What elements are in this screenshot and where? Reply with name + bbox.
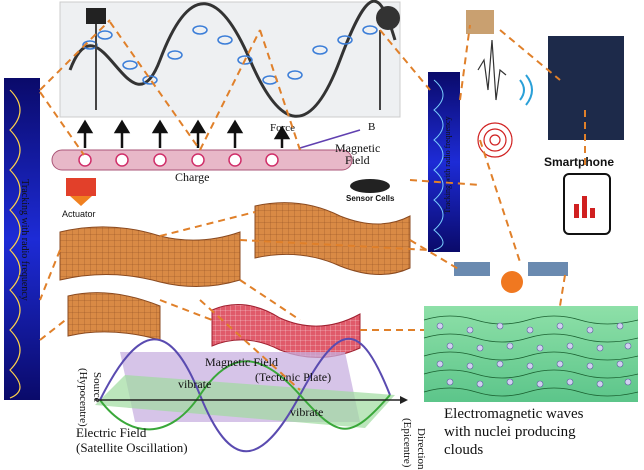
field-label: Field (345, 153, 370, 167)
dashed-connectors (39, 19, 586, 391)
em-waves-caption-1: Electromagnetic waves (444, 406, 584, 422)
epicentre-label: (Epicentre) (401, 418, 413, 468)
tracking-strip-left: Tracking with radio frequency (4, 78, 40, 400)
studio-lamp-left-icon (86, 8, 106, 110)
charge-label: Charge (175, 170, 209, 184)
tracking-label-right: Tracking with radio frequency (443, 116, 452, 213)
studio-lamp-right-icon (376, 6, 400, 110)
source-label: Source (91, 372, 103, 403)
sensor-cells-label: Sensor Cells (346, 194, 395, 203)
tectonic-block-1 (59, 226, 241, 287)
tectonic-block-red (211, 304, 361, 358)
actuator-label: Actuator (62, 209, 96, 219)
magnetic-label: Magnetic (335, 141, 380, 155)
smartphone-label: Smartphone (544, 155, 614, 169)
charge-bar: Charge Force B Magnetic Field (51, 119, 380, 184)
em-wave-diagram (95, 337, 408, 453)
tectonic-block-3 (67, 292, 161, 341)
wifi-waves-icon (519, 74, 533, 106)
magnetic-field-tectonic-label: Magnetic Field (205, 355, 278, 369)
satellite-icons (454, 262, 568, 293)
em-waves-caption-2: with nuclei producing (444, 424, 576, 440)
force-label: Force (270, 122, 295, 134)
electric-field-label: Electric Field (76, 425, 147, 440)
seismic-signal-icon (466, 10, 513, 158)
tracking-label-left: Tracking with radio frequency (19, 179, 30, 301)
actuator-icon: Actuator (62, 178, 96, 219)
vibrate-label-1: vibrate (178, 377, 211, 391)
sensor-cells-icon: Sensor Cells (346, 179, 395, 203)
helix-wave-panel (59, 0, 401, 118)
b-label: B (368, 121, 375, 133)
vibrate-label-2: vibrate (290, 405, 323, 419)
satellite-oscillation-label: (Satellite Oscillation) (76, 440, 188, 455)
direction-label: Direction (415, 428, 427, 470)
tectonic-block-2 (254, 202, 411, 276)
hypocentre-label: (Hypocentre) (77, 368, 89, 427)
em-waves-caption-3: clouds (444, 442, 483, 458)
smartphone-icon (563, 173, 611, 235)
em-cloud-panel (423, 306, 639, 402)
tectonic-plate-label: (Tectonic Plate) (255, 370, 331, 384)
tracking-strip-right: Tracking with radio frequency (428, 72, 460, 252)
